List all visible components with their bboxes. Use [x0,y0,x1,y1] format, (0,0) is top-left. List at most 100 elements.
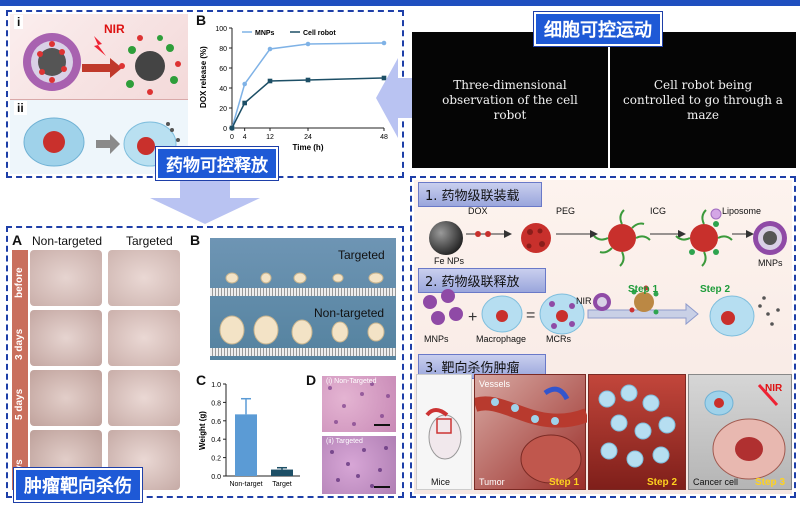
legend-label: MNPs [255,30,275,37]
nir-label-i: NIR [104,22,125,36]
ruler-top [210,288,396,296]
y-tick-label: 60 [219,66,227,73]
histology-nontargeted: (i) Non-Targeted [322,376,396,432]
x-tick-label: 12 [266,134,274,141]
row-label-3days: 3 days [14,328,25,360]
legend-label: Cell robot [303,30,336,37]
label-histo-nontargeted: (i) Non-Targeted [326,378,377,385]
histology-texture-2 [330,446,390,488]
label-liposome: Liposome [722,206,762,216]
y-tick-label: 1.0 [211,382,221,389]
excised-tumors [219,272,385,345]
video-3d-caption: Three-dimensional observation of the cel… [442,77,578,122]
bar [235,414,257,476]
label-mcrs: MCRs [546,334,571,344]
motion-title: 细胞可控运动 [534,12,662,46]
mice-box: Mice [416,374,472,490]
mouse-photo-nt-3d [30,310,102,366]
cancer-cell-box: NIR Cancer cell Step 3 [688,374,792,490]
x-tick-label: 24 [304,134,312,141]
tumor-photo: Targeted Non-targeted [210,238,396,360]
mouse-photo-nt-before [30,250,102,306]
series-point [381,75,387,81]
label-vessels: Vessels [479,379,511,389]
cancer-cell-illustration [704,383,786,480]
y-tick-label: 0.2 [211,456,221,463]
y-axis-label: Weight (g) [198,411,207,450]
fig-letter-a: A [12,232,23,248]
svg-text:+: + [468,309,477,326]
y-tick-label: 20 [219,106,227,113]
label-icg: ICG [650,206,667,216]
x-tick-label: Non-target [229,481,262,488]
x-tick-label: 48 [380,134,388,141]
mouse-photo-grid: before 3 days 5 days ays [12,250,188,494]
y-tick-label: 0.8 [211,400,221,407]
label-nir-release: NIR [576,296,592,306]
video-maze[interactable]: Cell robot being controlled to go throug… [610,32,796,168]
ruler-bottom [210,348,396,356]
fig-letter-d: D [306,372,317,388]
label-dox: DOX [468,206,488,216]
y-tick-label: 80 [219,46,227,53]
label-nontargeted-col: Non-targeted [32,234,103,248]
loading-schematic [429,208,787,267]
label-step2-killing: Step 2 [647,477,678,488]
label-peg: PEG [556,206,576,216]
bar [271,469,293,476]
x-axis-label: Time (h) [293,143,324,152]
fig-letter-c: C [196,372,207,388]
y-tick-label: 0.4 [211,437,221,444]
label-fe-nps: Fe NPs [434,256,465,266]
label-photo-nontargeted: Non-targeted [314,306,385,320]
video-maze-caption: Cell robot being controlled to go throug… [623,77,783,122]
arrow-down-icon [150,180,260,224]
y-axis-label: DOX release (%) [199,46,208,108]
series-point [242,100,247,106]
series-point [267,46,273,52]
release-mechanism-schematic: + = [423,285,780,337]
series-point [267,78,273,84]
release-schematic-i: i NIR [10,14,188,100]
label-step1-release: Step 1 [628,284,659,295]
label-cancer-cell: Cancer cell [693,477,739,487]
label-mice: Mice [431,477,451,487]
label-step2-release: Step 2 [700,284,731,295]
label-mnps-release: MNPs [424,334,449,344]
series-point [229,125,235,131]
series-point [242,81,247,87]
series-line-1 [231,77,385,129]
histology-targeted: (ii) Targeted [322,436,396,494]
series-line-0 [231,42,385,129]
label-macrophage: Macrophage [476,334,527,344]
arrow-left-icon [376,58,414,138]
circulation-illustration [598,384,676,468]
vessel-tumor-box: Vessels Tumor Step 1 [474,374,587,490]
y-tick-label: 0.6 [211,419,221,426]
mouse-icon [425,408,462,460]
fig-letter-b-tumor: B [190,232,201,248]
vessel-tumor-illustration [475,386,587,484]
mouse-photo-t-before [108,250,180,306]
mouse-photo-t-3d [108,310,180,366]
label-nir-killing: NIR [765,383,783,394]
video-3d-observation[interactable]: Three-dimensional observation of the cel… [412,32,608,168]
histology-texture-1 [328,382,390,426]
svg-text:=: = [526,307,535,324]
chart-letter-b: B [196,12,207,28]
series-point [381,40,387,46]
label-tumor: Tumor [479,477,505,487]
series-point [305,41,311,47]
tumor-title: 肿瘤靶向杀伤 [14,468,142,502]
mouse-photo-nt-5d [30,370,102,426]
step-bar-release: 2. 药物级联释放 [418,268,546,293]
label-targeted-col: Targeted [126,234,173,248]
series-point [305,77,311,83]
x-tick-label: 4 [243,134,247,141]
release-title: 药物可控释放 [156,147,278,180]
label-photo-targeted: Targeted [338,248,385,262]
row-label-before: before [14,267,25,298]
label-step1-killing: Step 1 [549,477,580,488]
